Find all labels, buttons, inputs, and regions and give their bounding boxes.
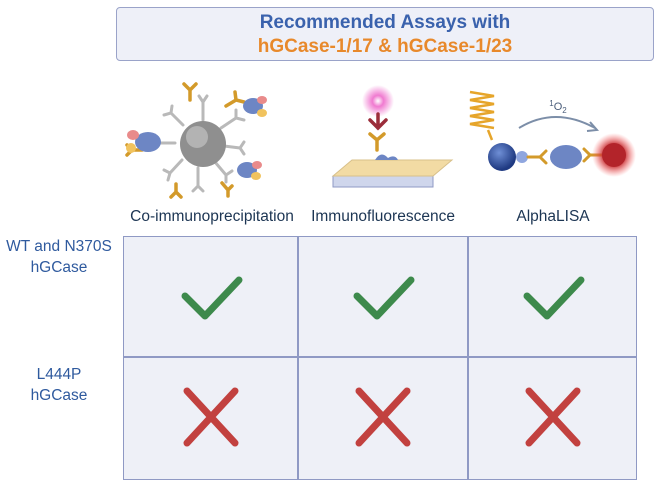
grid-divider [124,356,636,358]
title-line-2: hGCase-1/17 & hGCase-1/23 [257,36,513,57]
alphalisa-beads-icon: 1O2 [469,90,636,177]
check-icon [181,276,243,320]
row-label-wt: WT and N370S hGCase [0,236,118,278]
bead-antibody-icon [125,82,267,199]
slide-antibody-icon [331,85,454,188]
row-label-l444p-line2: hGCase [30,387,88,404]
title-line-1: Recommended Assays with [259,12,511,33]
column-label-if: Immunofluorescence [311,208,455,225]
singlet-oxygen-label: 1O2 [549,99,567,115]
column-label-coip: Co-immunoprecipitation [130,208,294,225]
grid-divider [467,237,469,479]
row-label-wt-line1: WT and N370S [6,238,112,255]
cross-icon [355,387,411,447]
title-box: Recommended Assays with hGCase-1/17 & hG… [116,7,654,61]
row-label-wt-line2: hGCase [30,259,88,276]
check-icon [353,276,415,320]
column-label-alphalisa: AlphaLISA [516,208,590,225]
assay-illustrations: 1O2 [125,82,636,199]
check-icon [523,276,585,320]
row-label-l444p: L444P hGCase [0,364,118,406]
grid-divider [297,237,299,479]
cross-icon [525,387,581,447]
row-label-l444p-line1: L444P [36,366,82,383]
results-grid [123,236,637,480]
cross-icon [183,387,239,447]
